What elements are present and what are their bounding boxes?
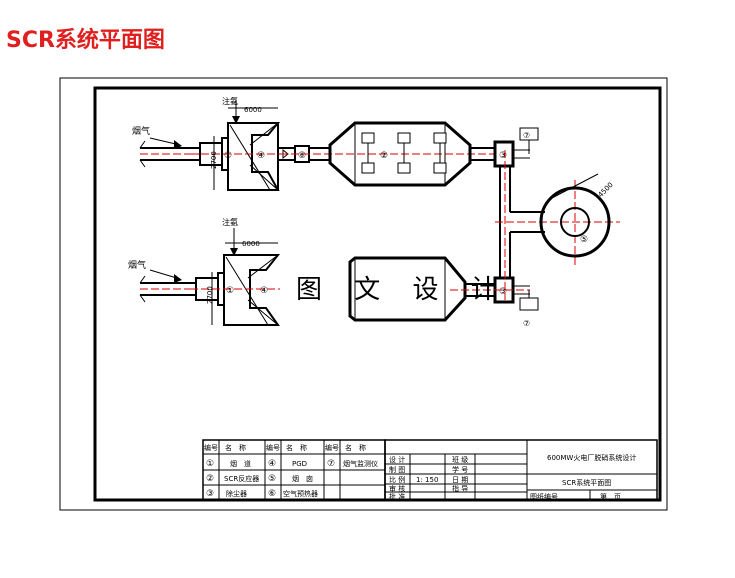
dim-height-bottom: 2700 <box>206 286 214 304</box>
title-block-draw: 制 图 <box>389 465 405 474</box>
legend-cell: 烟 囱 <box>292 474 313 483</box>
marker-3-bottom: ③ <box>499 287 507 297</box>
dim-height-top: 2700 <box>210 151 218 169</box>
marker-1-top: ① <box>224 151 232 161</box>
title-block-drawing-no: 图纸编号 <box>530 492 558 501</box>
legend-header-name-1: 名 称 <box>225 443 246 452</box>
marker-6-top: ⑥ <box>298 151 306 161</box>
marker-3-top: ③ <box>499 151 507 161</box>
legend-table: 编号 名 称 编号 名 称 编号 名 称 ① 烟 道 ④ PGD ⑦ 烟气监测仪… <box>202 439 386 501</box>
title-block-grade: 班 级 <box>452 455 468 464</box>
title-block-scale-value: 1: 150 <box>416 476 438 484</box>
legend-cell: ① <box>206 459 214 469</box>
legend-cell: ② <box>206 474 214 484</box>
title-block-project: 600MW火电厂脱硝系统设计 <box>547 453 636 462</box>
legend-header-no-1: 编号 <box>204 443 218 452</box>
legend-cell: ④ <box>268 459 276 469</box>
stack-assembly: 4500 ⑤ <box>495 150 620 300</box>
legend-cell: 烟 道 <box>230 459 251 468</box>
page-title: SCR系统平面图 <box>6 28 165 53</box>
watermark-text: 图 文 设 计 <box>296 275 509 305</box>
title-block-review: 审 核 <box>389 484 405 493</box>
legend-header-no-3: 编号 <box>325 443 339 452</box>
legend-cell: SCR反应器 <box>224 474 259 483</box>
legend-cell: 烟气监测仪 <box>343 459 378 468</box>
legend-cell: ⑤ <box>268 474 276 484</box>
ammonia-label-top: 注氨 <box>222 96 238 106</box>
legend-cell: ③ <box>206 489 214 499</box>
title-block-date: 日 期 <box>452 476 468 484</box>
title-block-drawing-name: SCR系统平面图 <box>562 478 611 487</box>
bottom-line: 烟气 6000 2700 注氨 ① ④ ③ ⑦ <box>128 217 539 328</box>
marker-5: ⑤ <box>580 235 588 245</box>
title-block-approve: 批 准 <box>389 492 405 501</box>
marker-7-top: ⑦ <box>523 131 530 140</box>
title-block-tutor: 指 导 <box>452 484 468 493</box>
legend-cell: ⑥ <box>268 489 276 499</box>
title-block-student-no: 学 号 <box>452 465 468 474</box>
legend-cell: 空气预热器 <box>283 489 318 498</box>
title-block-sheet: 第 页 <box>600 492 621 501</box>
marker-1-bottom: ① <box>226 286 234 296</box>
ammonia-label-bottom: 注氨 <box>222 217 238 227</box>
dim-width-top: 6000 <box>244 106 262 114</box>
flue-gas-label-bottom: 烟气 <box>128 259 146 271</box>
legend-cell: 除尘器 <box>226 489 247 498</box>
marker-4-bottom: ④ <box>260 286 268 296</box>
legend-cell: PGD <box>292 460 307 468</box>
flue-gas-label-top: 烟气 <box>132 125 150 137</box>
top-line: 烟气 6000 2700 注氨 ① ④ ⑥ <box>132 96 539 191</box>
legend-header-name-3: 名 称 <box>345 443 366 452</box>
outer-frame <box>59 77 668 511</box>
legend-header-no-2: 编号 <box>266 443 280 452</box>
title-block-design: 设 计 <box>389 455 405 464</box>
legend-cell: ⑦ <box>327 459 335 469</box>
legend-header-name-2: 名 称 <box>286 443 307 452</box>
marker-7-bottom: ⑦ <box>523 319 530 328</box>
marker-4-top: ④ <box>257 151 265 161</box>
title-block-scale-label: 比 例 <box>389 475 405 484</box>
title-block: 600MW火电厂脱硝系统设计 SCR系统平面图 图纸编号 第 页 设 计 制 图… <box>384 439 658 501</box>
marker-2-top: ② <box>380 151 388 161</box>
dim-diameter: 4500 <box>597 181 615 199</box>
dim-width-bottom: 6000 <box>242 240 260 248</box>
